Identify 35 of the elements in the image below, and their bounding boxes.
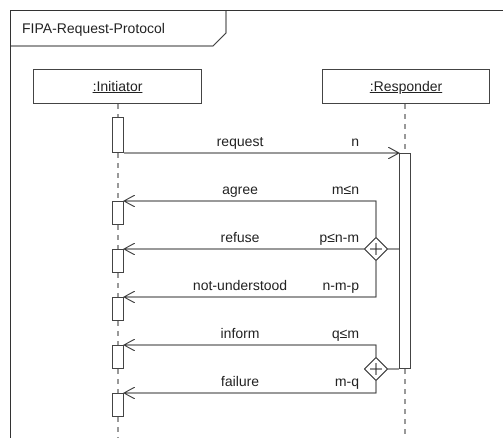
message-label: inform	[220, 326, 260, 340]
multiplicity-label: q≤m	[332, 326, 359, 340]
decision-diamond	[364, 237, 388, 261]
multiplicity-label: m≤n	[332, 182, 359, 196]
multiplicity-label: p≤n-m	[319, 230, 359, 244]
message-label: agree	[222, 182, 258, 196]
multiplicity-label: n	[351, 134, 359, 148]
decision-diamond	[364, 357, 388, 381]
message-arrow	[124, 380, 376, 400]
connector-line	[388, 368, 400, 370]
activation-bar	[112, 393, 124, 417]
message-arrow	[124, 242, 364, 256]
activation-bar	[112, 345, 124, 369]
multiplicity-label: m-q	[334, 374, 359, 388]
frame	[10, 10, 503, 438]
message-arrow	[124, 146, 400, 160]
activation-bar	[399, 153, 411, 369]
activation-bar	[112, 201, 124, 225]
message-arrow	[124, 194, 376, 238]
lifeline-head	[322, 69, 490, 104]
frame-title: FIPA-Request-Protocol	[11, 11, 226, 46]
message-arrow	[124, 338, 376, 358]
lifeline-name: :Responder	[370, 77, 442, 96]
message-label: refuse	[220, 230, 260, 244]
multiplicity-label: n-m-p	[322, 278, 359, 292]
message-label: not-understood	[192, 278, 288, 292]
message-arrow	[124, 260, 376, 304]
message-label: failure	[220, 374, 260, 388]
activation-bar	[112, 117, 124, 153]
message-label: request	[216, 134, 264, 148]
lifeline-head	[33, 69, 202, 104]
activation-bar	[112, 249, 124, 273]
activation-bar	[112, 297, 124, 321]
connector-line	[388, 248, 400, 250]
lifeline-name: :Initiator	[92, 77, 142, 96]
